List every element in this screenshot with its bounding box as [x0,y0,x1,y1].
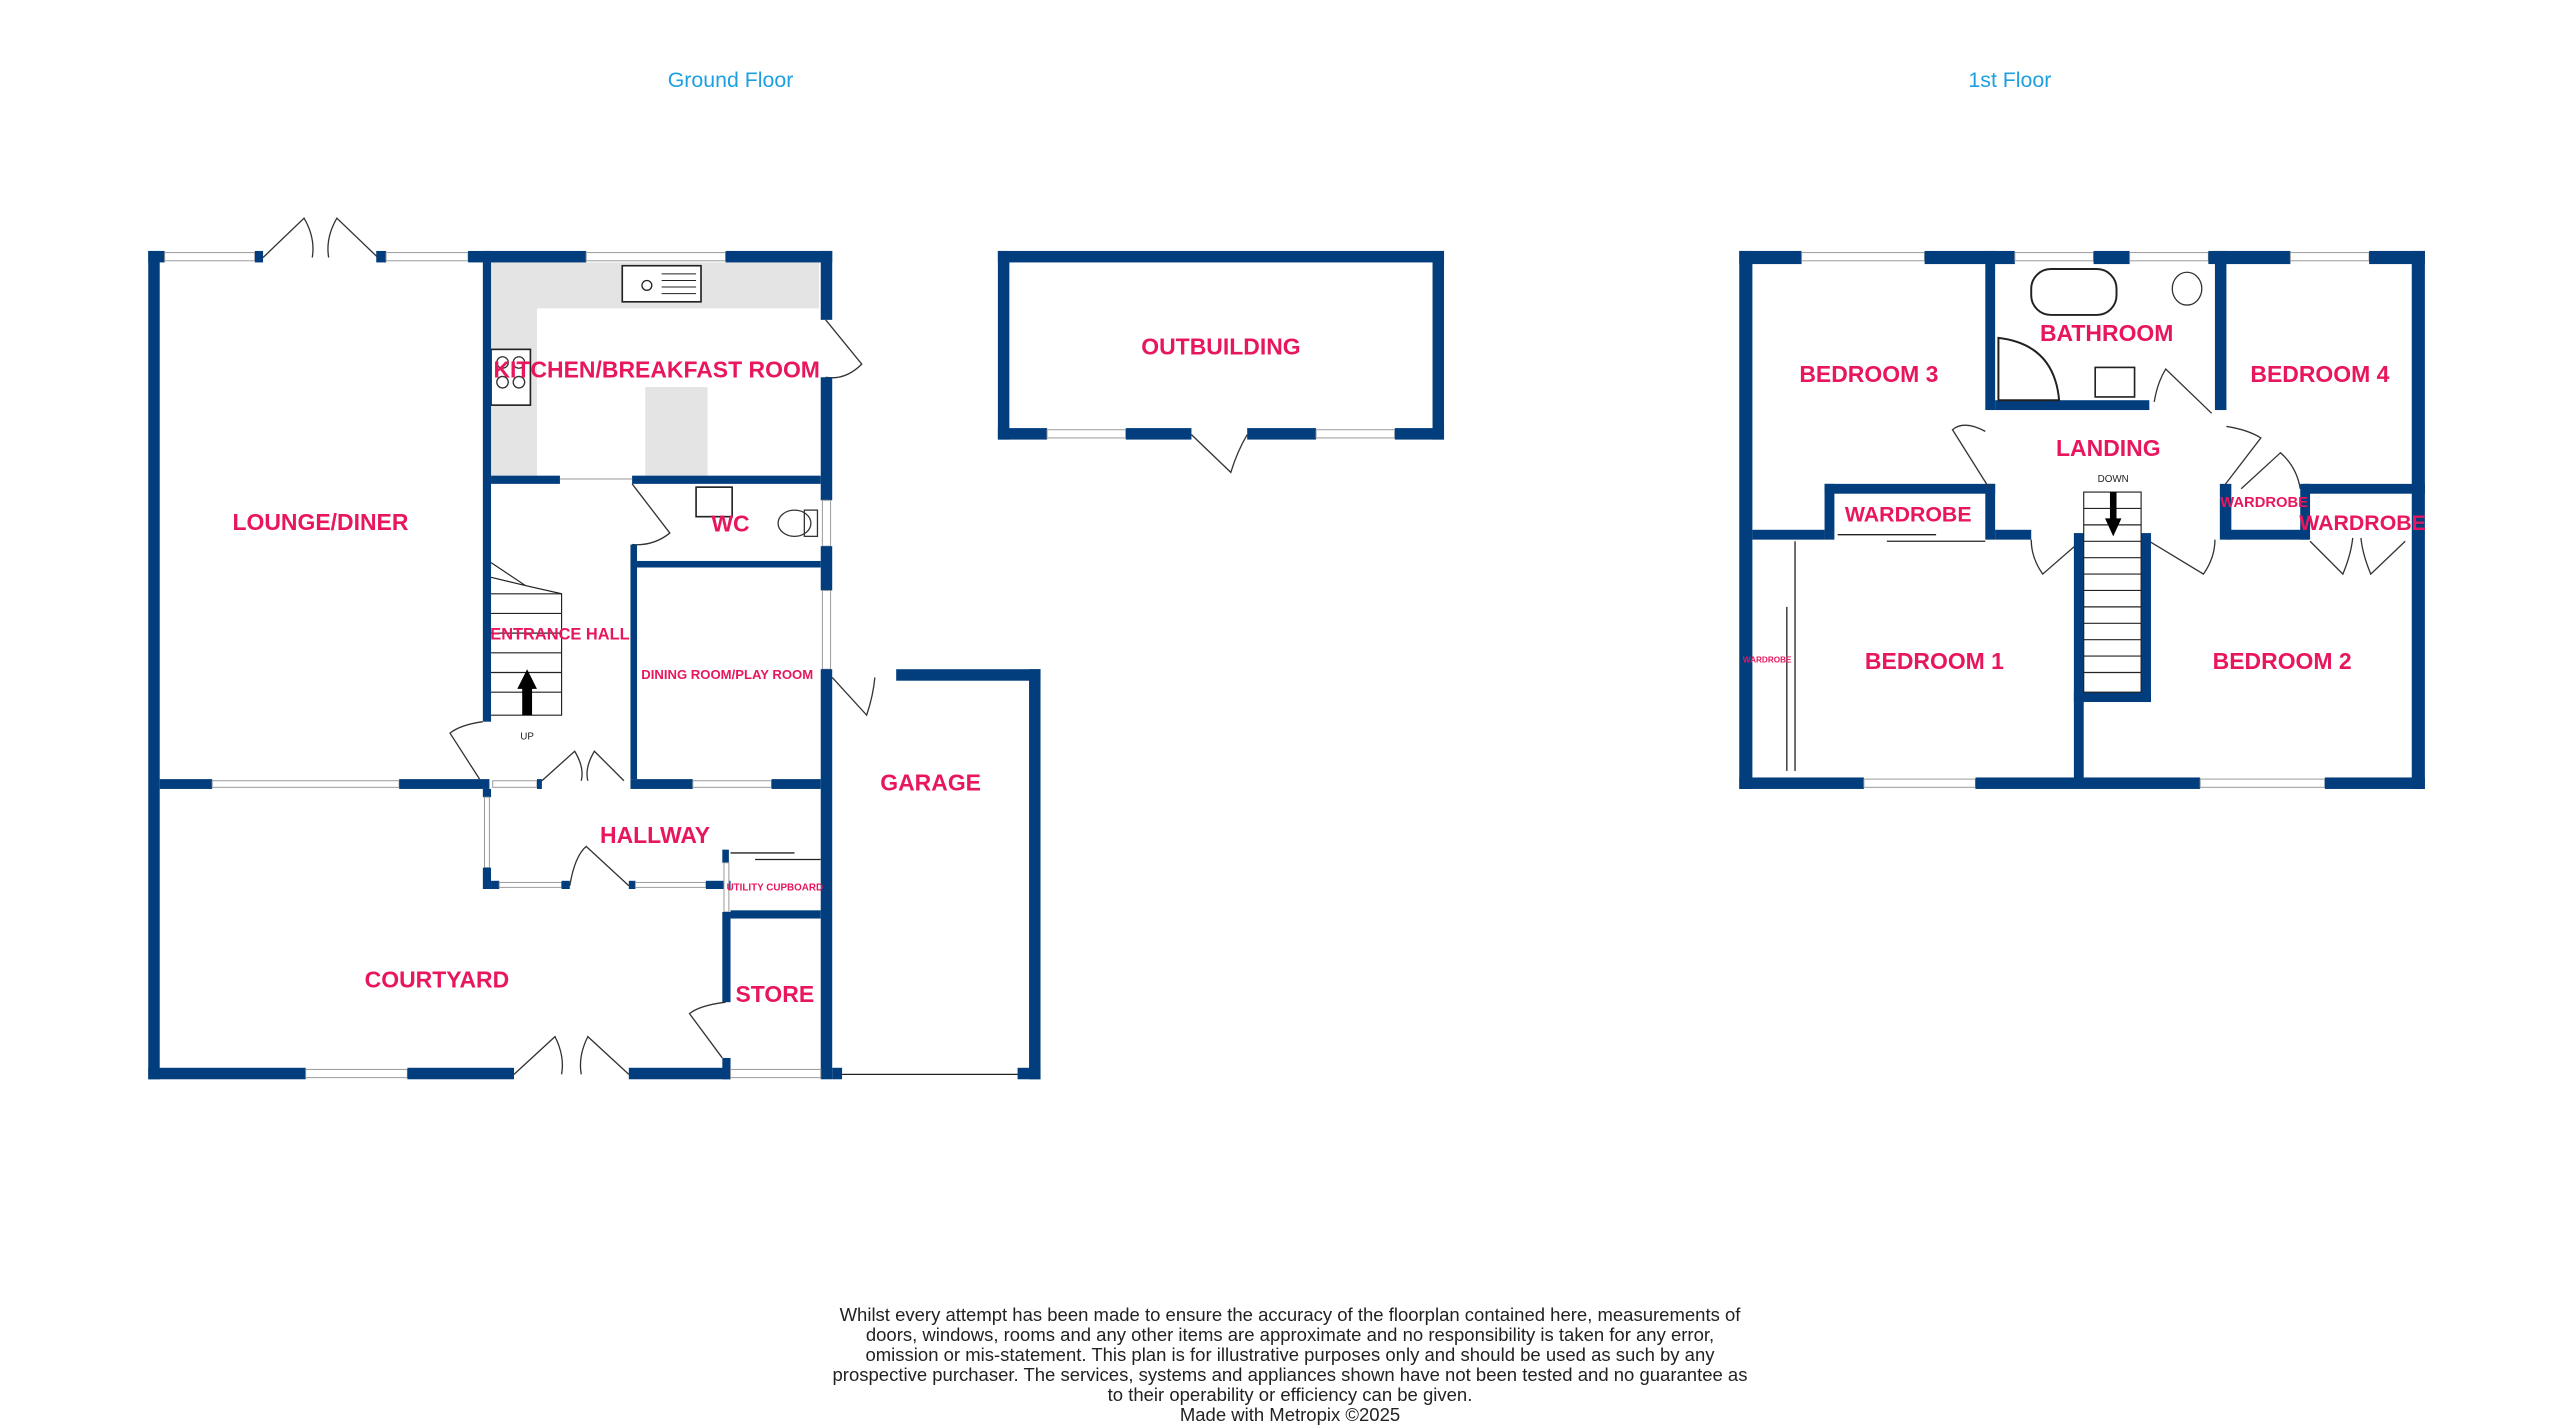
toilet-icon [777,509,812,538]
room-label-bedroom3: BEDROOM 3 [1799,361,1938,387]
room-label-hallway: HALLWAY [600,822,710,848]
room-label-bedroom2: BEDROOM 2 [2213,648,2352,674]
stairs-up-arrow-icon [517,669,537,716]
room-label-entrance-hall: ENTRANCE HALL [490,626,629,644]
room-label-wc: WC [711,510,749,536]
room-label-bedroom1: BEDROOM 1 [1865,648,2004,674]
basin-icon [695,486,733,518]
room-label-utility: UTILITY CUPBOARD [727,883,823,894]
room-label-garage: GARAGE [880,770,981,796]
room-label-bathroom: BATHROOM [2040,320,2173,346]
bath-icon [2030,268,2118,316]
metropix-credit: Made with Metropix ©2025 [1179,1404,1401,1425]
first-floor-plan: BEDROOM 3 BATHROOM BEDROOM 4 LANDING DOW… [1739,250,2426,789]
stairs-down-arrow-icon [2105,492,2122,537]
room-label-outbuilding: OUTBUILDING [1141,333,1300,359]
ground-floor-plan: LOUNGE/DINER KITCHEN/BREAKFAST ROOM WC E… [148,217,1445,1080]
room-label-dining: DINING ROOM/PLAY ROOM [641,667,813,682]
room-label-courtyard: COURTYARD [365,966,510,992]
disclaimer-text: Whilst every attempt has been made to en… [832,1304,1748,1405]
room-label-lounge: LOUNGE/DINER [232,509,408,535]
room-label-kitchen: KITCHEN/BREAKFAST ROOM [493,356,819,382]
shower-icon [1997,336,2061,402]
first-floor-title: 1st Floor [1968,68,2051,92]
stairs-down-label: DOWN [2098,474,2129,485]
toilet-icon [2171,271,2203,306]
room-label-wardrobe-bedroom3: WARDROBE [1845,503,1972,527]
room-label-wardrobe-bedroom2: WARDROBE [2299,511,2426,535]
room-label-store: STORE [735,981,814,1007]
room-label-landing: LANDING [2056,435,2161,461]
basin-icon [2094,366,2136,398]
disclaimer: Whilst every attempt has been made to en… [830,1305,1750,1425]
room-label-bedroom4: BEDROOM 4 [2250,361,2389,387]
ground-floor-title: Ground Floor [668,68,794,92]
stairs-up-label: UP [520,732,534,743]
sink-icon [621,264,702,303]
room-label-wardrobe-bedroom1: WARDROBE [1743,656,1792,665]
room-label-wardrobe-small: WARDROBE [2220,495,2308,511]
